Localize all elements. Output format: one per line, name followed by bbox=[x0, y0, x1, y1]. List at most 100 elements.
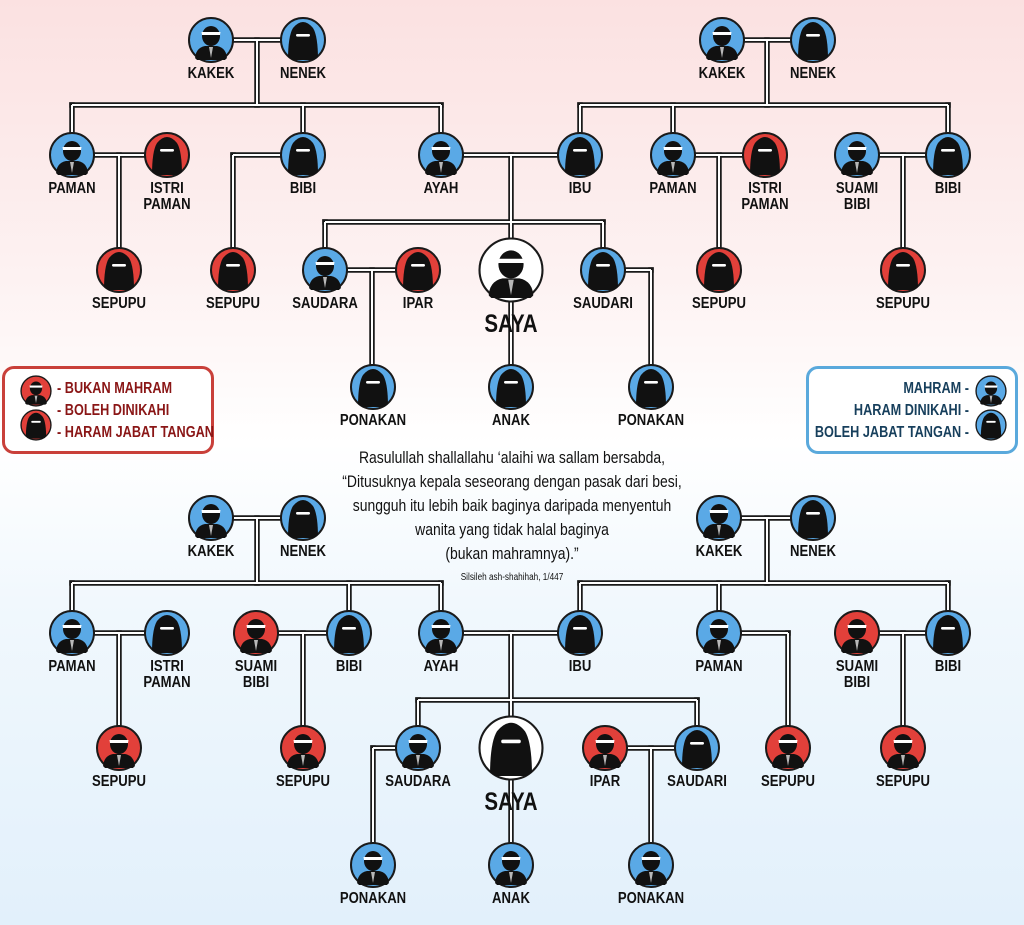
person-label: SAYA bbox=[484, 310, 538, 338]
person-label: BIBI bbox=[934, 180, 962, 197]
hadith-quote: Rasulullah shallallahu ‘alaihi wa sallam… bbox=[307, 446, 717, 583]
male-icon bbox=[395, 725, 441, 771]
person-label: IBU bbox=[568, 658, 592, 675]
person-label: KAKEK bbox=[187, 543, 235, 560]
male-icon bbox=[96, 725, 142, 771]
person-label: PAMAN bbox=[695, 658, 743, 675]
female-icon bbox=[674, 725, 720, 771]
legend-bukan-mahram: - BUKAN MAHRAM - BOLEH DINIKAHI - HARAM … bbox=[2, 366, 214, 454]
person-label: PAMAN bbox=[48, 658, 96, 675]
female-icon bbox=[96, 247, 142, 293]
female-icon bbox=[488, 364, 534, 410]
male-icon bbox=[418, 132, 464, 178]
male-icon bbox=[478, 237, 544, 303]
male-icon bbox=[188, 495, 234, 541]
female-icon bbox=[925, 610, 971, 656]
female-icon bbox=[280, 17, 326, 63]
female-icon bbox=[790, 17, 836, 63]
male-icon bbox=[834, 132, 880, 178]
male-icon bbox=[49, 132, 95, 178]
legend-mahram: MAHRAM - HARAM DINIKAHI - BOLEH JABAT TA… bbox=[806, 366, 1018, 454]
female-icon bbox=[925, 132, 971, 178]
male-icon bbox=[302, 247, 348, 293]
male-icon bbox=[350, 842, 396, 888]
person-label: SEPUPU bbox=[276, 773, 330, 790]
legend-item: HARAM DINIKAHI - bbox=[853, 402, 969, 419]
person-label: SEPUPU bbox=[761, 773, 815, 790]
male-icon bbox=[699, 17, 745, 63]
person-label: NENEK bbox=[790, 65, 836, 82]
person-label: NENEK bbox=[280, 65, 326, 82]
legend-item: - HARAM JABAT TANGAN bbox=[57, 424, 214, 441]
person-label: ISTRI PAMAN bbox=[143, 658, 191, 691]
quote-line: sungguh itu lebih baik baginya daripada … bbox=[352, 496, 672, 515]
person-label: AYAH bbox=[423, 658, 459, 675]
male-icon bbox=[765, 725, 811, 771]
person-label: SEPUPU bbox=[876, 295, 930, 312]
person-label: SAUDARA bbox=[385, 773, 451, 790]
person-label: NENEK bbox=[790, 543, 836, 560]
person-label: ANAK bbox=[492, 412, 530, 429]
person-label: IBU bbox=[568, 180, 592, 197]
male-icon bbox=[233, 610, 279, 656]
quote-intro: Rasulullah shallallahu ‘alaihi wa sallam… bbox=[358, 448, 666, 467]
male-icon bbox=[628, 842, 674, 888]
legend-item: - BOLEH DINIKAHI bbox=[57, 402, 170, 419]
male-icon bbox=[188, 17, 234, 63]
male-icon bbox=[834, 610, 880, 656]
female-icon bbox=[557, 132, 603, 178]
female-icon bbox=[580, 247, 626, 293]
person-label: AYAH bbox=[423, 180, 459, 197]
person-label: SAUDARI bbox=[573, 295, 633, 312]
female-icon bbox=[280, 495, 326, 541]
female-icon bbox=[790, 495, 836, 541]
female-icon bbox=[20, 409, 52, 441]
female-icon bbox=[880, 247, 926, 293]
female-icon bbox=[628, 364, 674, 410]
male-icon bbox=[880, 725, 926, 771]
person-label: SAUDARA bbox=[292, 295, 358, 312]
person-label: SEPUPU bbox=[92, 773, 146, 790]
person-label: SEPUPU bbox=[692, 295, 746, 312]
legend-item: MAHRAM - bbox=[903, 380, 969, 397]
person-label: ISTRI PAMAN bbox=[741, 180, 789, 213]
person-label: IPAR bbox=[402, 295, 434, 312]
person-label: KAKEK bbox=[187, 65, 235, 82]
quote-source: Silsileh ash-shahihah, 1/447 bbox=[460, 572, 564, 583]
person-label: SAUDARI bbox=[667, 773, 727, 790]
person-label: ISTRI PAMAN bbox=[143, 180, 191, 213]
person-label: BIBI bbox=[289, 180, 317, 197]
person-label: KAKEK bbox=[695, 543, 743, 560]
female-icon bbox=[350, 364, 396, 410]
female-icon bbox=[326, 610, 372, 656]
female-icon bbox=[742, 132, 788, 178]
person-label: PAMAN bbox=[48, 180, 96, 197]
male-icon bbox=[975, 375, 1007, 407]
male-icon bbox=[650, 132, 696, 178]
female-icon bbox=[696, 247, 742, 293]
person-label: PONAKAN bbox=[617, 412, 685, 429]
female-icon bbox=[557, 610, 603, 656]
person-label: PAMAN bbox=[649, 180, 697, 197]
person-label: SUAMI BIBI bbox=[835, 180, 879, 213]
person-label: BIBI bbox=[335, 658, 363, 675]
male-icon bbox=[488, 842, 534, 888]
person-label: SEPUPU bbox=[92, 295, 146, 312]
male-icon bbox=[696, 610, 742, 656]
female-icon bbox=[144, 132, 190, 178]
legend-item: BOLEH JABAT TANGAN - bbox=[814, 424, 969, 441]
male-icon bbox=[418, 610, 464, 656]
person-label: SEPUPU bbox=[206, 295, 260, 312]
person-label: PONAKAN bbox=[339, 412, 407, 429]
person-label: SUAMI BIBI bbox=[234, 658, 278, 691]
female-icon bbox=[280, 132, 326, 178]
male-icon bbox=[582, 725, 628, 771]
person-label: PONAKAN bbox=[617, 890, 685, 907]
person-label: SAYA bbox=[484, 788, 538, 816]
person-label: PONAKAN bbox=[339, 890, 407, 907]
person-label: SUAMI BIBI bbox=[835, 658, 879, 691]
person-label: ANAK bbox=[492, 890, 530, 907]
person-label: BIBI bbox=[934, 658, 962, 675]
person-label: SEPUPU bbox=[876, 773, 930, 790]
